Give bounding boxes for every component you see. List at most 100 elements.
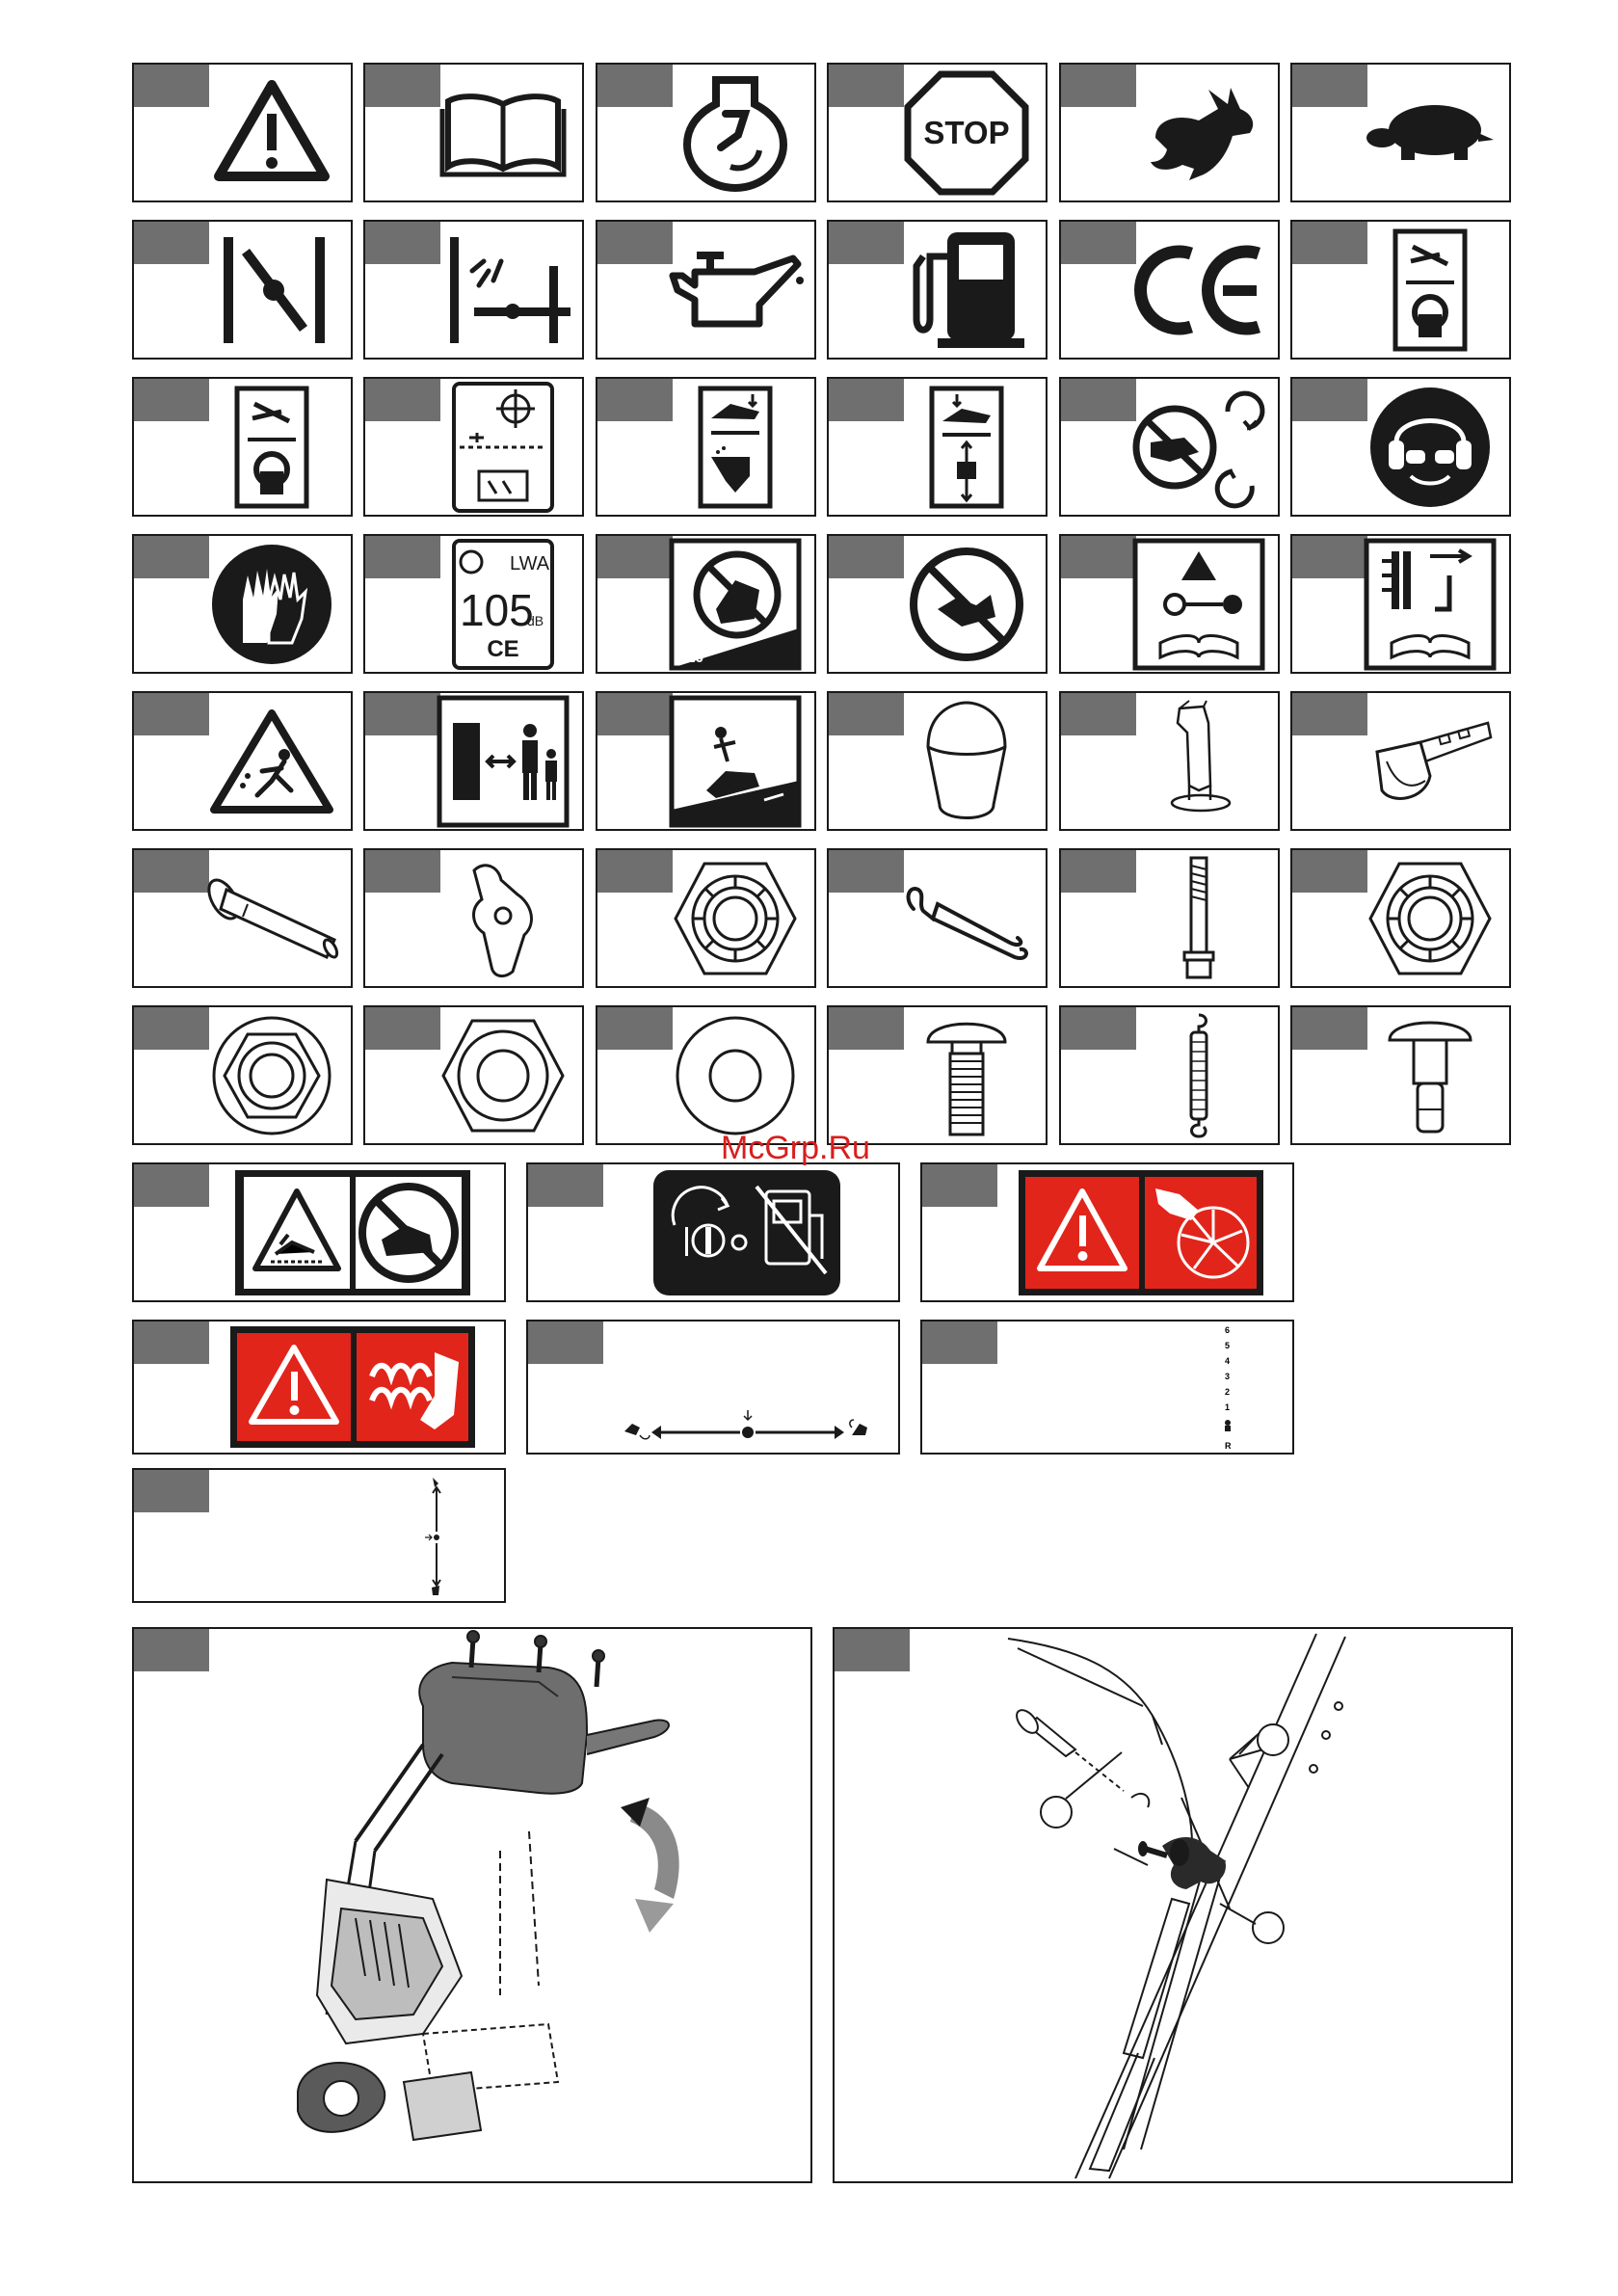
symbol-card	[827, 220, 1048, 360]
speed-label: 1	[1225, 1402, 1230, 1412]
spark-plug-manual-icon	[1350, 536, 1509, 672]
manual-book-icon	[423, 65, 582, 200]
auger-foot-warning-decal-icon	[201, 1322, 504, 1453]
lock-nut-icon	[655, 850, 814, 986]
speed-label: 6	[1225, 1325, 1230, 1335]
symbol-card	[596, 220, 816, 360]
chute-part-icon	[1119, 693, 1278, 829]
figure-tag	[134, 1322, 209, 1364]
operator-slope-icon	[655, 693, 814, 829]
stop-sign-icon: STOP	[887, 65, 1046, 200]
symbol-card	[363, 848, 584, 988]
symbol-card	[1290, 534, 1511, 674]
wing-knob-icon	[423, 850, 582, 986]
direction-diagram-card	[526, 1320, 900, 1455]
flange-nut-icon	[192, 1007, 351, 1143]
auger-hand-warning-decal-icon	[990, 1164, 1292, 1300]
gloves-icon	[192, 536, 351, 672]
db-unit: dB	[527, 613, 544, 628]
symbol-card	[596, 1005, 816, 1145]
symbol-card	[827, 534, 1048, 674]
chute-tilt-diagram	[423, 1476, 452, 1599]
watermark-label: McGrp.Ru	[721, 1130, 870, 1167]
decal-card	[526, 1162, 900, 1302]
slope-warning-icon: >10°	[655, 536, 814, 672]
symbol-card	[1290, 63, 1511, 202]
symbol-card	[132, 220, 353, 360]
fuel-valve-decal-icon	[596, 1164, 898, 1300]
stop-label: STOP	[923, 115, 1009, 150]
choke-open-icon	[192, 222, 351, 358]
warning-triangle-icon	[192, 65, 351, 200]
engine-start-icon	[655, 65, 814, 200]
symbol-card: LWA105dBCE	[363, 534, 584, 674]
symbol-card	[1059, 63, 1280, 202]
snowblower-handle-illustration	[134, 1629, 810, 2181]
symbol-card	[363, 220, 584, 360]
symbol-card	[363, 691, 584, 831]
ce-label: CE	[487, 636, 518, 662]
hand-knob-part-icon	[1350, 693, 1509, 829]
symbol-card	[1059, 1005, 1280, 1145]
key-manual-icon	[1119, 536, 1278, 672]
slope-label: >10°	[677, 650, 710, 666]
symbol-card: STOP	[827, 63, 1048, 202]
wire-clip-icon	[887, 850, 1046, 986]
spring-icon	[1119, 1007, 1278, 1143]
lock-nut-icon	[1350, 850, 1509, 986]
washer-icon	[655, 1007, 814, 1143]
symbol-card	[363, 1005, 584, 1145]
symbol-card	[1290, 377, 1511, 517]
figure-tag	[922, 1322, 997, 1364]
chute-rotation-diagram	[624, 1406, 894, 1445]
db-value: 105	[460, 585, 534, 635]
symbol-card	[1290, 220, 1511, 360]
symbol-card	[827, 848, 1048, 988]
ce-mark-icon	[1119, 222, 1278, 358]
fuel-pump-icon	[887, 222, 1046, 358]
assembly-figure-card	[132, 1627, 812, 2183]
choke-closed-icon	[423, 222, 582, 358]
symbol-card	[363, 63, 584, 202]
shoulder-bolt-icon	[1350, 1007, 1509, 1143]
decal-card	[132, 1162, 506, 1302]
chute-control-icon	[192, 379, 351, 515]
rabbit-fast-icon	[1119, 65, 1278, 200]
speed-label: 3	[1225, 1372, 1230, 1381]
figure-tag	[134, 1164, 209, 1207]
control-panel-icon	[423, 379, 582, 515]
oil-can-icon	[655, 222, 814, 358]
speed-diagram-card: 6 5 4 3 2 1 R	[920, 1320, 1294, 1455]
symbol-card	[1059, 534, 1280, 674]
symbol-card	[827, 691, 1048, 831]
assembly-figure-card	[833, 1627, 1513, 2183]
symbol-card	[1059, 691, 1280, 831]
pin-bolt-icon	[192, 850, 351, 986]
symbol-card: >10°	[596, 534, 816, 674]
speed-label: 4	[1225, 1356, 1230, 1366]
symbol-card	[132, 63, 353, 202]
symbol-card	[1059, 220, 1280, 360]
speed-label: 2	[1225, 1387, 1230, 1397]
no-hands-auger-icon	[1119, 379, 1278, 515]
figure-tag	[528, 1164, 603, 1207]
decal-card	[132, 1320, 506, 1455]
symbol-card	[1059, 848, 1280, 988]
decal-card	[920, 1162, 1294, 1302]
handle-bolt-illustration	[835, 1629, 1511, 2181]
chute-tilt-icon	[887, 379, 1046, 515]
speed-label: R	[1225, 1441, 1232, 1451]
symbol-card	[596, 691, 816, 831]
symbol-card	[596, 848, 816, 988]
chute-deflector-icon	[655, 379, 814, 515]
figure-tag	[922, 1164, 997, 1207]
symbol-card	[1059, 377, 1280, 517]
symbol-card	[1290, 1005, 1511, 1145]
symbol-card	[827, 1005, 1048, 1145]
knob-cap-icon	[887, 693, 1046, 829]
speed-label: 5	[1225, 1341, 1230, 1350]
eye-ear-protection-icon	[1350, 379, 1509, 515]
symbol-card	[132, 848, 353, 988]
symbol-card	[596, 63, 816, 202]
